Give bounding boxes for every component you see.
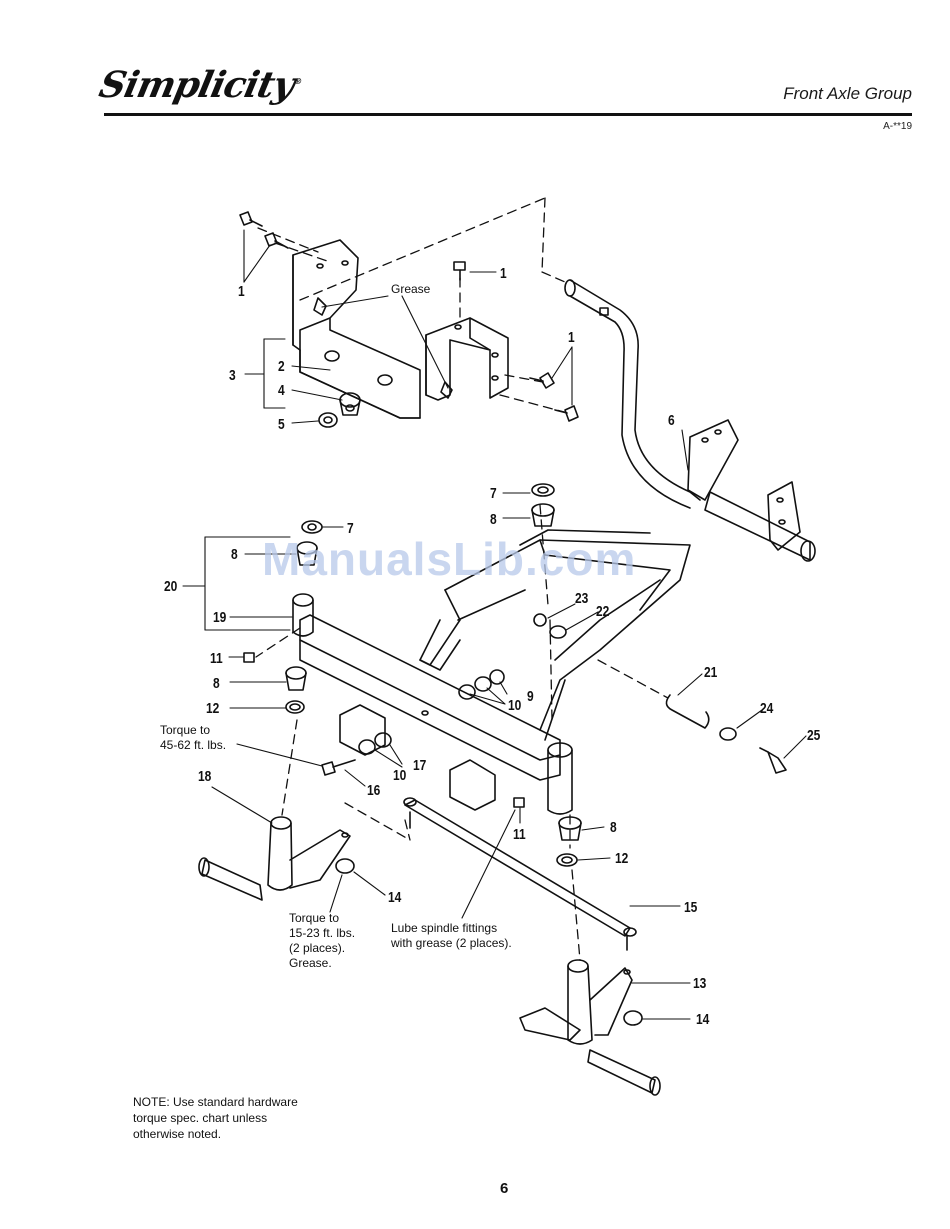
part-number-label: 13 bbox=[693, 975, 707, 992]
part-number-label: 25 bbox=[807, 727, 821, 744]
bushing-part-4 bbox=[339, 392, 361, 416]
part-number-label: 8 bbox=[213, 675, 220, 692]
part-number-label: 7 bbox=[490, 485, 497, 502]
part-number-label: 9 bbox=[527, 688, 534, 705]
part-number-label: 6 bbox=[668, 412, 675, 429]
part-number-label: 2 bbox=[278, 358, 285, 375]
part-number-label: 20 bbox=[164, 578, 178, 595]
part-number-label: 11 bbox=[513, 826, 526, 843]
part-number-label: 3 bbox=[229, 367, 236, 384]
part-number-label: 16 bbox=[367, 782, 381, 799]
part-number-label: 15 bbox=[684, 899, 698, 916]
part-number-label: 8 bbox=[490, 511, 497, 528]
part-number-label: 12 bbox=[615, 850, 629, 867]
spindle-part-13 bbox=[519, 959, 661, 1096]
section-title: Front Axle Group bbox=[783, 84, 912, 103]
part-number-label: 14 bbox=[696, 1011, 710, 1028]
part-number-label: 4 bbox=[278, 382, 285, 399]
part-number-label: 8 bbox=[610, 819, 617, 836]
part-number-label: 22 bbox=[596, 603, 610, 620]
bolts-part-1 bbox=[239, 211, 579, 422]
part-number-label: 14 bbox=[388, 889, 402, 906]
part-number-label: 8 bbox=[231, 546, 238, 563]
torque-callout-16: Torque to 45-62 ft. lbs. bbox=[160, 723, 227, 752]
part-number-label: 10 bbox=[393, 767, 407, 784]
nut-part-5 bbox=[318, 412, 338, 428]
part-number-label: 5 bbox=[278, 416, 285, 433]
part-number-label: 1 bbox=[568, 329, 575, 346]
part-number-label: 10 bbox=[508, 697, 522, 714]
document-code: A-**19 bbox=[883, 121, 912, 132]
part-number-label: 19 bbox=[213, 609, 227, 626]
part-number-label: 24 bbox=[760, 700, 774, 717]
spindle-part-18 bbox=[198, 816, 351, 901]
part-number-label: 18 bbox=[198, 768, 212, 785]
dashed-assembly-lines bbox=[255, 197, 669, 961]
tie-rod-part-15 bbox=[403, 797, 637, 951]
lube-callout: Lube spindle fittings with grease (2 pla… bbox=[391, 921, 512, 950]
part-number-label: 7 bbox=[347, 520, 354, 537]
grease-callout: Grease bbox=[391, 282, 431, 296]
part-number-label: 21 bbox=[704, 664, 718, 681]
axle-support-part-6 bbox=[564, 279, 816, 562]
page-number: 6 bbox=[500, 1180, 509, 1197]
header-rule bbox=[104, 113, 912, 116]
part-number-label: 23 bbox=[575, 590, 589, 607]
leader-lines bbox=[182, 229, 807, 1020]
front-bracket-assembly bbox=[292, 239, 509, 419]
part-number-label: 12 bbox=[206, 700, 220, 717]
main-axle-frame bbox=[292, 529, 691, 815]
part-number-label: 11 bbox=[210, 650, 223, 667]
hardware-note: NOTE: Use standard hardware torque spec.… bbox=[133, 1095, 298, 1141]
torque-callout-14: Torque to 15-23 ft. lbs. (2 places). Gre… bbox=[289, 911, 356, 970]
part-number-label: 17 bbox=[413, 757, 427, 774]
part-number-label: 1 bbox=[238, 283, 245, 300]
watermark: ManualsLib.com bbox=[262, 533, 637, 585]
part-number-label: 1 bbox=[500, 265, 507, 282]
